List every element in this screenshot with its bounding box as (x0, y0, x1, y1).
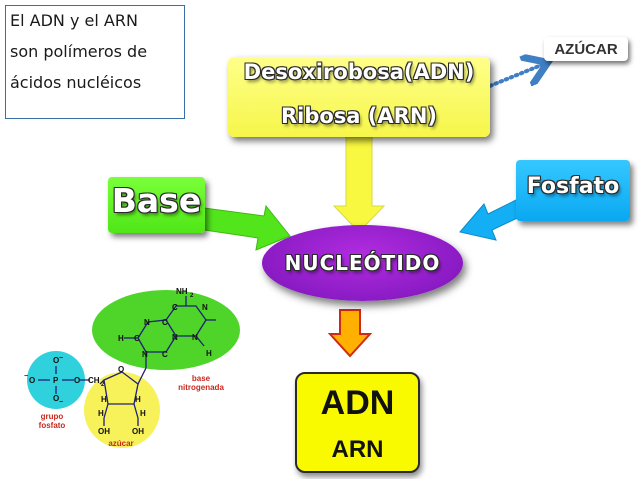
atom-n: N (172, 333, 178, 342)
note-box: El ADN y el ARN son polímeros de ácidos … (5, 5, 185, 119)
azucar-label: AZÚCAR (544, 37, 628, 61)
phosphate-circle (27, 351, 85, 409)
atom-nh2-sub: 2 (190, 293, 194, 299)
sugar-circle (84, 372, 160, 448)
sugar-box (228, 57, 490, 137)
atom-minus: − (24, 373, 28, 380)
base-to-nucleotide-arrow (203, 204, 291, 251)
atom-o-bottom: O (53, 394, 59, 403)
note-line: El ADN y el ARN (10, 11, 138, 30)
label-grupo-line1: grupo (41, 412, 64, 421)
nucleotide-to-result-arrow (327, 309, 373, 358)
atom-p: P (53, 376, 59, 385)
atom-c: C (162, 350, 168, 359)
label-base-line1: base (192, 374, 211, 383)
atom-minus: − (59, 399, 63, 406)
atom-c: C (162, 318, 168, 327)
label-base-line2: nitrogenada (178, 383, 224, 392)
base-label: Base (111, 181, 202, 220)
atom-oh: OH (132, 427, 144, 436)
atom-h: H (140, 409, 146, 418)
nucleotido-label: NUCLEÓTIDO (284, 251, 441, 275)
atom-minus: − (59, 355, 63, 362)
sugar-line-1: Desoxirobosa(ADN) (243, 60, 475, 84)
atom-o-ring: O (118, 365, 124, 374)
result-line-2: ARN (331, 436, 384, 463)
atom-o-left: O (29, 376, 35, 385)
atom-n: N (202, 303, 208, 312)
atom-h: H (135, 395, 141, 404)
sugar-to-nucleotide-arrow (332, 136, 386, 233)
atom-n: N (192, 333, 198, 342)
base-ellipse (92, 290, 240, 370)
atom-oh: OH (98, 427, 110, 436)
label-azucar: azúcar (108, 439, 133, 448)
atom-ch2-sub: 2 (101, 382, 105, 388)
atom-h: H (118, 334, 124, 343)
atom-c: C (134, 334, 140, 343)
atom-n: N (144, 318, 150, 327)
atom-nh2: NH (176, 287, 188, 296)
atom-h: H (101, 395, 107, 404)
label-grupo-line2: fosfato (39, 421, 66, 430)
fosfato-label: Fosfato (526, 174, 620, 199)
result-box (295, 372, 420, 473)
atom-ch2: CH (88, 376, 100, 385)
atom-h: H (206, 349, 212, 358)
base-box (108, 177, 205, 233)
atom-n: N (142, 350, 148, 359)
fosfato-box (516, 160, 630, 221)
atom-c: C (172, 303, 178, 312)
note-line: son polímeros de (10, 42, 148, 61)
nucleotido-ellipse: NUCLEÓTIDO (262, 225, 463, 301)
molecule-bonds (38, 296, 216, 426)
note-line: ácidos nucléicos (10, 73, 142, 92)
atom-h: H (98, 409, 104, 418)
atom-o-top: O (53, 356, 59, 365)
sugar-line-2: Ribosa (ARN) (280, 104, 437, 128)
atom-o-right: O (74, 376, 80, 385)
result-line-1: ADN (320, 384, 395, 422)
